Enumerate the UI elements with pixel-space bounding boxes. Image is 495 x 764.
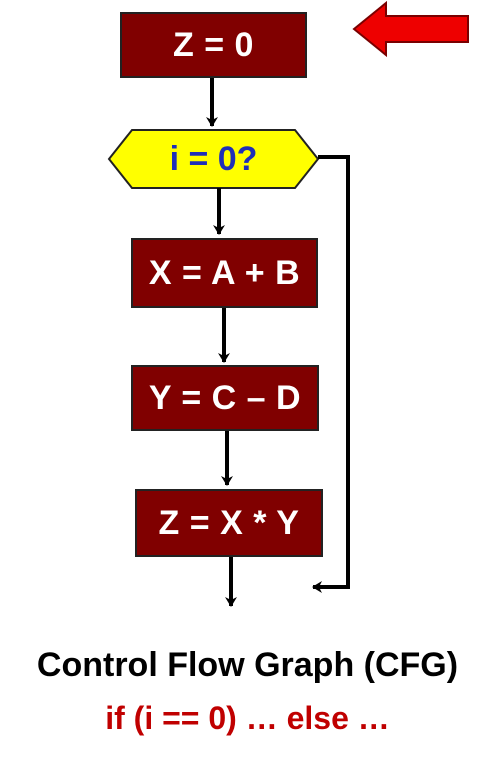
block-z-init-label: Z = 0: [173, 25, 254, 64]
block-x-assign-label: X = A + B: [148, 253, 301, 292]
block-z-assign: Z = X * Y: [135, 489, 323, 557]
block-z-init: Z = 0: [120, 12, 307, 78]
caption-title: Control Flow Graph (CFG): [36, 646, 459, 684]
caption-subtitle: if (i == 0) … else …: [105, 700, 390, 736]
edge-decision-bypass: [312, 155, 350, 593]
decision-shape: [107, 129, 320, 189]
block-x-assign: X = A + B: [131, 238, 318, 308]
decision-label: i = 0?: [169, 139, 258, 178]
block-y-assign-label: Y = C – D: [148, 378, 302, 417]
red-left-arrow-icon: [352, 0, 469, 58]
block-y-assign: Y = C – D: [131, 365, 319, 431]
decision-node: i = 0?: [109, 130, 318, 188]
block-z-assign-label: Z = X * Y: [158, 503, 300, 542]
